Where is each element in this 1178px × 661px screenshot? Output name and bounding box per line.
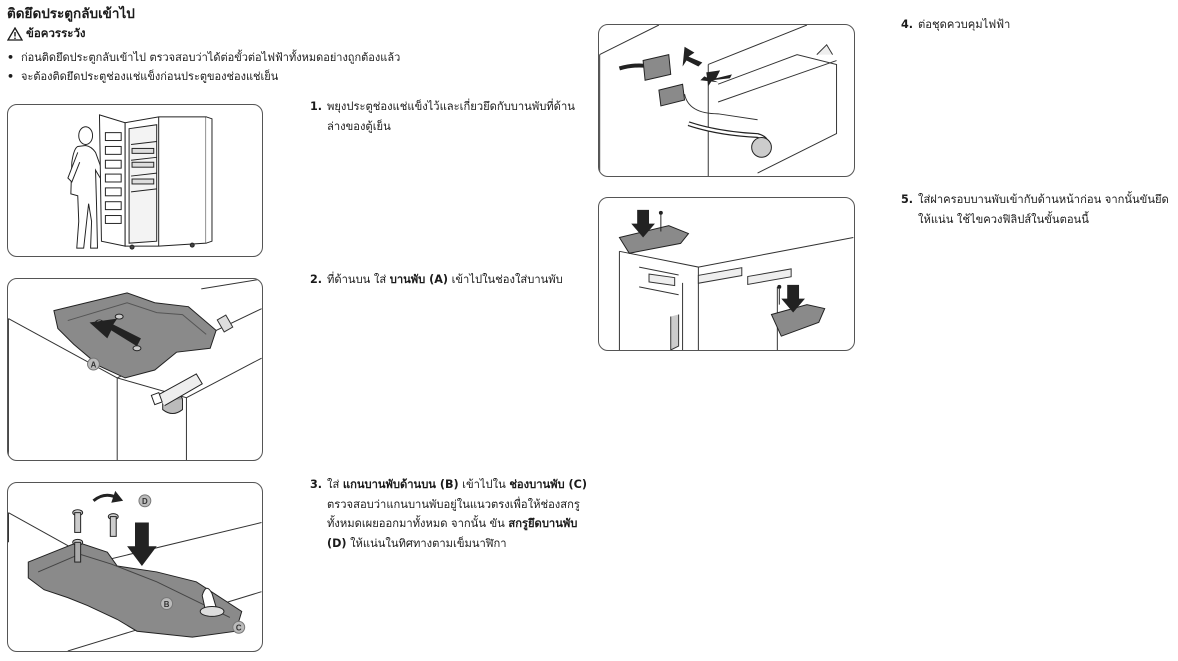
callout-c: C [236, 624, 242, 633]
step-number: 5. [901, 193, 914, 206]
connect-arrow [682, 46, 703, 67]
step-text: ใส่ แกนบานพับด้านบน (B) เข้าไปใน ช่องบาน… [327, 478, 587, 550]
callout-b: B [164, 600, 170, 609]
step-text: ใส่ฝาครอบบานพับเข้ากับด้านหน้าก่อน จากนั… [918, 193, 1169, 226]
connector-plug [642, 54, 686, 107]
step-number: 3. [310, 478, 323, 491]
list-item: จะต้องติดยึดประตูช่องแช่แข็งก่อนประตูของ… [7, 67, 400, 86]
term-hinge-slot-c: ช่องบานพับ (C) [509, 478, 587, 491]
term-hinge-shaft-b: แกนบานพับด้านบน (B) [342, 478, 459, 491]
callout-d: D [142, 497, 148, 506]
figure-step-5 [598, 197, 855, 351]
insert-arrow [127, 522, 157, 567]
person-figure [67, 126, 104, 249]
step-5: 5. ใส่ฝาครอบบานพับเข้ากับด้านหน้าก่อน จา… [901, 190, 1171, 229]
freezer-door [98, 114, 126, 247]
hinge-plate [27, 541, 243, 638]
step-4: 4. ต่อชุดควบคุมไฟฟ้า [901, 15, 1171, 35]
step-2: 2. ที่ด้านบน ใส่ บานพับ (A) เข้าไปในช่อง… [310, 270, 590, 290]
term-hinge-a: บานพับ (A) [389, 273, 449, 286]
step-text: ต่อชุดควบคุมไฟฟ้า [918, 18, 1011, 31]
step-text: พยุงประตูช่องแช่แข็งไว้และเกี่ยวยึดกับบา… [327, 100, 575, 133]
caution-heading: ข้อควรระวัง [7, 25, 86, 43]
caution-list: ก่อนติดยึดประตูกลับเข้าไป ตรวจสอบว่าได้ต… [7, 48, 400, 86]
hinge-cover [770, 304, 826, 337]
list-item: ก่อนติดยึดประตูกลับเข้าไป ตรวจสอบว่าได้ต… [7, 48, 400, 67]
caution-label: ข้อควรระวัง [26, 26, 86, 40]
step-text: ที่ด้านบน ใส่ บานพับ (A) เข้าไปในช่องใส่… [327, 273, 563, 286]
insert-arrow [89, 318, 141, 347]
step-number: 4. [901, 18, 914, 31]
warning-triangle-icon [7, 27, 23, 41]
step-3: 3. ใส่ แกนบานพับด้านบน (B) เข้าไปใน ช่อง… [310, 475, 590, 553]
step-number: 2. [310, 273, 323, 286]
figure-step-2: A [7, 278, 263, 461]
figure-step-1 [7, 104, 263, 257]
figure-step-3: D B C [7, 482, 263, 652]
refrigerator-cabinet [124, 116, 213, 250]
page-title: ติดยึดประตูกลับเข้าไป [7, 6, 135, 22]
term-hinge-screw-d: สกรูยึดบานพับ (D) [327, 517, 578, 550]
callout-a: A [91, 361, 97, 370]
hinge-cover [618, 225, 690, 254]
step-1: 1. พยุงประตูช่องแช่แข็งไว้และเกี่ยวยึดกั… [310, 97, 590, 136]
figure-step-4 [598, 24, 855, 177]
step-number: 1. [310, 100, 323, 113]
